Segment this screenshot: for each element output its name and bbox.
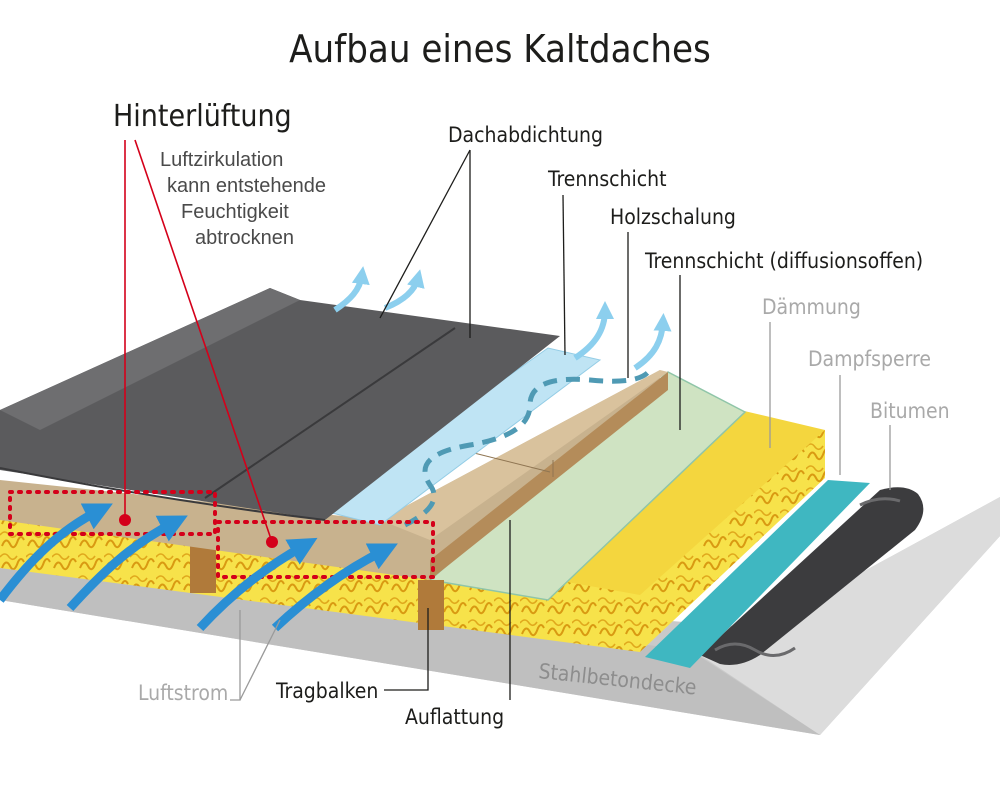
- label-holzschalung: Holzschalung: [610, 205, 736, 229]
- page-title: Aufbau eines Kaltdaches: [289, 27, 711, 71]
- label-daemmung: Dämmung: [762, 295, 861, 319]
- label-dachabdichtung: Dachabdichtung: [448, 123, 603, 147]
- insulation-layer: [0, 410, 825, 652]
- hinterlueftung-note-line-1: Luftzirkulation: [160, 149, 283, 171]
- label-trennschicht-diffusionsoffen: Trennschicht (diffusionsoffen): [644, 249, 923, 273]
- hinterlueftung-heading: Hinterlüftung: [113, 99, 292, 134]
- moisture-path: [403, 368, 653, 528]
- label-bitumen: Bitumen: [870, 399, 950, 423]
- label-dampfsperre: Dampfsperre: [808, 347, 931, 371]
- roofing-membrane: [0, 288, 560, 521]
- ventilation-zones: [8, 139, 435, 579]
- vapour-barrier-layer: [645, 480, 870, 668]
- vapour-escape-arrows: [333, 266, 672, 371]
- hinterlueftung-note-line-3: Feuchtigkeit: [181, 201, 289, 223]
- label-auflattung: Auflattung: [405, 705, 504, 729]
- airflow-arrows: [0, 503, 398, 632]
- bitumen-layer: [700, 487, 924, 665]
- leader-lines: [230, 149, 891, 701]
- hinterlueftung-note-line-4: abtrocknen: [195, 227, 294, 249]
- label-trennschicht: Trennschicht: [547, 167, 667, 191]
- label-luftstrom: Luftstrom: [138, 681, 228, 705]
- hinterlueftung-note-line-2: kann entstehende: [167, 175, 326, 197]
- label-tragbalken: Tragbalken: [275, 679, 378, 703]
